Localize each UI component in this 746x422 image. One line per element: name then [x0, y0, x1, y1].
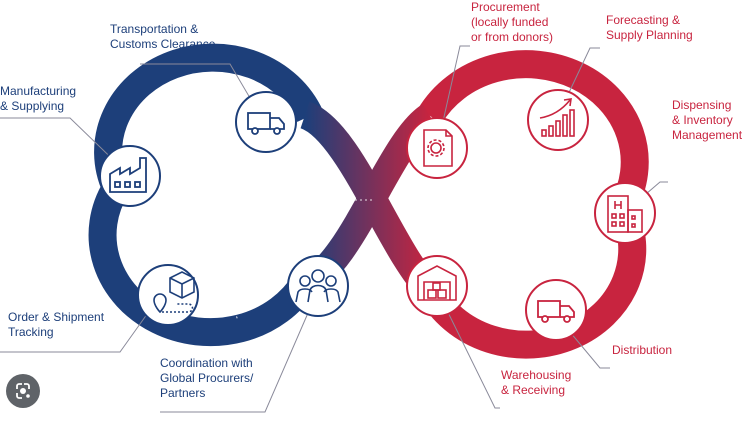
factory-icon [109, 157, 147, 193]
people-group-icon [295, 269, 341, 303]
label-connectors [0, 45, 668, 413]
warehouse-icon [417, 265, 457, 301]
label-coordination: Coordination with Global Procurers/ Part… [160, 356, 254, 400]
label-dispensing: Dispensing & Inventory Management [672, 98, 743, 142]
circle-warehouse [406, 255, 468, 317]
truck-icon [247, 112, 285, 135]
document-gear-icon [423, 129, 453, 167]
circle-people [287, 255, 349, 317]
circle-hospital [594, 182, 656, 244]
circle-factory [99, 145, 161, 207]
label-manufacturing: Manufacturing & Supplying [0, 84, 77, 113]
growth-chart-icon [539, 98, 575, 137]
circle-document-gear [406, 117, 468, 179]
package-location-icon [153, 271, 195, 314]
circle-truck-blue [235, 91, 297, 153]
label-transportation: Transportation & Customs Clearance [110, 22, 216, 51]
lens-search-icon [16, 383, 30, 399]
label-forecasting: Forecasting & Supply Planning [606, 13, 693, 42]
circle-growth-chart [527, 89, 589, 151]
lens-search-button[interactable] [6, 374, 40, 408]
truck-icon [537, 300, 575, 323]
label-distribution: Distribution [612, 343, 673, 357]
label-order-tracking: Order & Shipment Tracking [8, 310, 105, 339]
hospital-building-icon [607, 195, 643, 233]
label-procurement: Procurement (locally funded or from dono… [471, 0, 554, 44]
circle-truck-red [525, 279, 587, 341]
band-dash-accents [119, 199, 625, 321]
label-warehousing: Warehousing & Receiving [501, 368, 572, 397]
circle-package-tracking [137, 264, 199, 326]
